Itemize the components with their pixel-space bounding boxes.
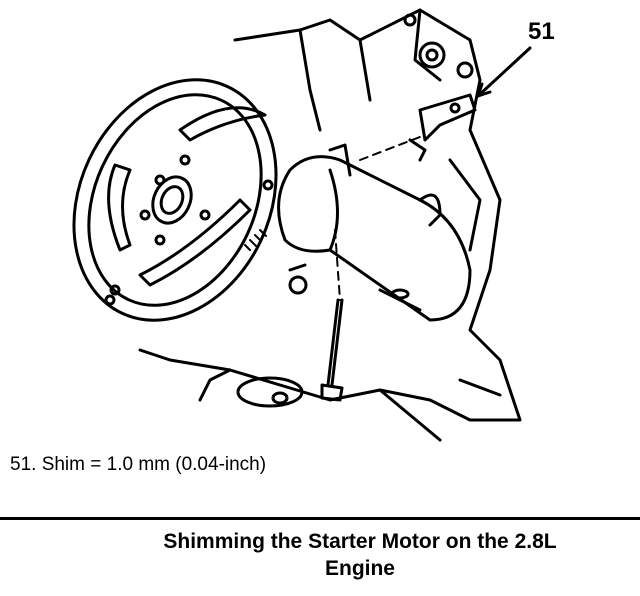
starter-motor (277, 155, 472, 322)
flywheel (72, 78, 278, 322)
figure-caption: Shimming the Starter Motor on the 2.8L E… (100, 528, 620, 582)
caption-line-1: Shimming the Starter Motor on the 2.8L (163, 530, 557, 553)
caption-line-2: Engine (324, 557, 395, 580)
legend-text: 51. Shim = 1.0 mm (0.04-inch) (10, 454, 267, 475)
engine-block (138, 8, 522, 422)
shim-bracket (418, 93, 477, 142)
callout-label: 51 (528, 18, 555, 45)
engine-illustration (72, 8, 532, 442)
engine-diagram: 51 51. Shim = 1.0 mm (0.04-inch) (0, 8, 640, 520)
callout-leader (476, 46, 532, 98)
mounting-bolt (326, 298, 340, 387)
